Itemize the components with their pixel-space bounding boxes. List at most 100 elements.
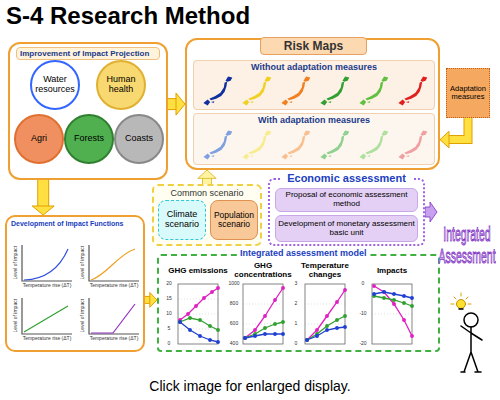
block-arrow-part [168,98,176,110]
process-box: Proposal of economic assessment method [275,188,418,212]
model-charts-part-part [245,288,283,338]
axis-label: Temperature rise (ΔT) [23,283,72,289]
node-text: Development of Impact Functions [7,217,143,230]
axis-tick: 20 [166,281,172,287]
impact-function-plots-part [89,245,139,281]
node-text: Risk Maps [260,37,367,55]
chart-title: Impacts [361,267,423,276]
group-box: Risk MapsWithout adaptation measuresWith… [185,38,440,170]
risk-maps-without-part [398,77,427,106]
axis-tick: 0 [362,281,365,287]
risk-maps-with-part [359,131,388,160]
axis-tick: 1 [295,321,298,327]
chart-title: GHG emissions [167,267,229,276]
axis-tick: 5 [168,326,171,332]
map-panel: With adaptation measures [193,113,435,165]
node-text: Forests [74,134,104,144]
process-box: Development of monetary assessment basic… [275,215,418,242]
impact-function-plots [22,245,139,334]
axis-label: Level of impact [13,299,19,333]
topic-circle: Coasts [114,114,164,164]
model-charts-part-part [307,316,345,340]
model-charts-part-part [305,284,345,344]
axis-tick: 0 [295,341,298,347]
axis-label: Level of impact [13,246,19,280]
node-text: Economic assessment [280,172,413,184]
block-arrow [32,180,54,215]
model-charts-part-part [180,322,218,342]
model-charts-part-part [178,284,218,344]
node-text: Integrated assessment model [237,248,370,258]
axis-label: Temperature rise (ΔT) [90,336,139,342]
block-arrow-part [176,93,185,115]
impact-function-plots-part [22,245,72,281]
node-text: Common scenario [154,186,260,198]
map-panels [193,60,435,165]
block-arrow-part [440,131,449,148]
axis-tick: 800 [230,301,238,307]
risk-maps-without-part [359,77,388,106]
page-title: S-4 Research Method [6,2,250,30]
model-charts-part-part [180,318,218,330]
axis-tick: 600 [230,321,238,327]
block-arrow-part [32,206,54,215]
topic-circle: Agri [14,114,64,164]
block-arrow [440,118,468,148]
model-charts-part-part [372,314,412,315]
axis-tick: 2 [295,301,298,307]
thinking-person-part [464,313,478,327]
node-text: Proposal of economic assessment method [276,191,417,209]
block-arrow-part [449,118,468,140]
block-arrow-part [145,297,150,303]
risk-maps-with [203,131,427,160]
block-arrow [198,170,216,184]
model-charts-part-part [374,286,412,336]
model-charts-part-part [307,290,345,340]
block-arrow-part [150,293,157,308]
risk-maps-with-part [320,131,349,160]
scenario-box: Population scenario [210,200,258,240]
risk-maps-without-part [203,77,232,106]
risk-maps-without [203,77,427,106]
axis-tick: -10 [359,311,366,317]
node-text: Coasts [125,134,153,144]
axis-tick: 1000 [228,281,239,287]
model-charts-part [178,284,412,344]
model-charts-part-part [180,288,218,320]
thinking-person-part [459,308,463,310]
model-charts-part-part [374,292,412,298]
model-charts-part-part [243,284,283,344]
map-panels-part [193,113,435,165]
model-charts-part [180,286,412,342]
block-arrow-part [198,170,216,178]
risk-maps-without-part [242,77,271,106]
axis-tick: -20 [359,341,366,347]
impact-function-plots-part [22,298,72,334]
node-text: Development of monetary assessment basic… [276,220,417,238]
thinking-person-part [451,293,471,304]
model-charts-part-part [245,322,283,338]
scenario-group: Common scenarioClimate scenarioPopulatio… [152,184,262,246]
block-arrow-part [38,180,48,206]
node-text: Improvement of Impact Projection [16,47,160,60]
model-charts-part-part [374,296,412,306]
process-box: Adaptation measures [446,68,490,118]
axis-tick: 0 [168,341,171,347]
thinking-person-part [461,326,482,372]
block-arrow-part [168,99,176,109]
node-text: Agri [31,134,47,144]
axis-tick: 15 [166,296,172,302]
node-text: Human health [98,75,144,95]
chart-title: Temperature changes [294,262,356,280]
risk-maps-with-part [203,131,232,160]
model-charts-part-part [372,284,412,344]
node-text: Climate scenario [159,210,205,230]
thinking-person [451,293,482,372]
topic-circle: Human health [96,60,146,110]
node-text: Water resources [32,75,78,95]
axis-label: Level of impact [80,246,86,280]
model-charts-part [178,299,412,329]
block-arrow-part [145,296,150,304]
impact-function-plots-part [91,304,135,333]
node-text: Without adaptation measures [194,61,434,72]
